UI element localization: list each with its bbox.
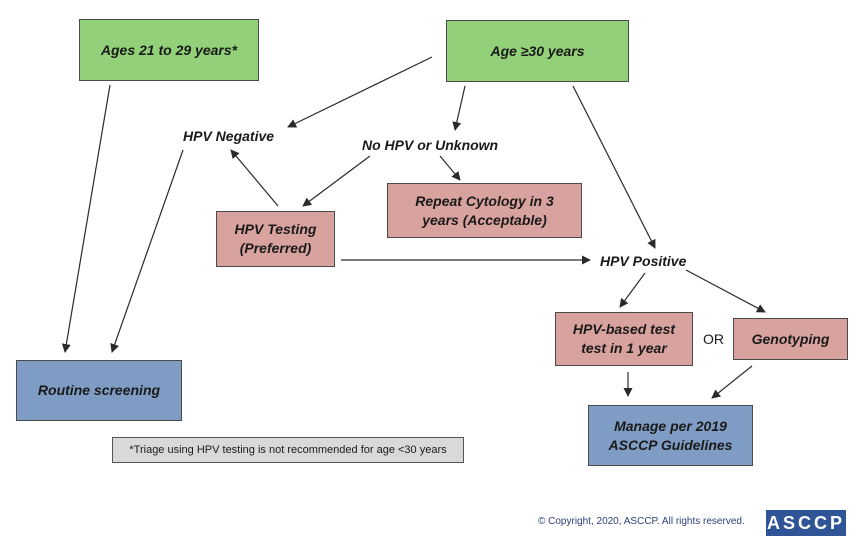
hpv-based-line1: HPV-based test [572, 321, 676, 338]
manage-line2: ASCCP Guidelines [608, 436, 733, 453]
hpv-testing-line1: HPV Testing [234, 221, 317, 238]
arrow-hpvpos-to-hpvbased [619, 272, 646, 308]
arrow-hpvneg-to-routine [110, 149, 184, 353]
copyright-text: © Copyright, 2020, ASCCP. All rights res… [538, 516, 745, 527]
arrow-age30-to-hpvpos [572, 85, 656, 249]
ages-21-29-label: Ages 21 to 29 years* [100, 41, 238, 58]
arrow-nohpv-to-repeat [439, 155, 461, 181]
hpv-based-line2: test in 1 year [581, 340, 667, 356]
hpv-positive-label: HPV Positive [600, 253, 687, 269]
manage-box: Manage per 2019 ASCCP Guidelines [588, 405, 753, 466]
arrow-ages21-to-routine [61, 84, 111, 353]
or-label: OR [703, 331, 724, 347]
hpv-testing-line2: (Preferred) [239, 240, 312, 256]
repeat-cytology-box: Repeat Cytology in 3 years (Acceptable) [387, 183, 582, 238]
footnote-box: *Triage using HPV testing is not recomme… [112, 437, 464, 463]
arrow-genotyping-to-manage [711, 365, 753, 399]
genotyping-box: Genotyping [733, 318, 848, 360]
arrow-hpvpos-to-genotyping [685, 269, 766, 313]
hpv-testing-box: HPV Testing (Preferred) [216, 211, 335, 267]
routine-screening-box: Routine screening [16, 360, 182, 421]
repeat-cytology-line1: Repeat Cytology in 3 [415, 192, 554, 209]
asccp-logo: ASCCP [766, 510, 846, 536]
no-hpv-unknown-label: No HPV or Unknown [362, 137, 499, 153]
hpv-based-test-box: HPV-based test test in 1 year [555, 312, 693, 366]
ages-21-29-box: Ages 21 to 29 years* [79, 19, 259, 81]
hpv-negative-label: HPV Negative [183, 128, 275, 144]
footnote-text: *Triage using HPV testing is not recomme… [129, 443, 447, 456]
age-30-label: Age ≥30 years [490, 42, 585, 59]
arrow-age30-to-hpvneg [287, 56, 433, 128]
arrow-age30-to-nohpv [452, 85, 466, 131]
manage-line1: Manage per 2019 [614, 417, 727, 434]
arrow-hpvtesting-to-hpvneg [230, 149, 279, 207]
genotyping-label: Genotyping [751, 330, 830, 347]
repeat-cytology-line2: years (Acceptable) [422, 211, 547, 228]
arrow-nohpv-to-hpvtesting [302, 155, 371, 207]
routine-screening-label: Routine screening [37, 382, 161, 399]
age-30-box: Age ≥30 years [446, 20, 629, 82]
asccp-logo-text: ASCCP [766, 512, 845, 533]
